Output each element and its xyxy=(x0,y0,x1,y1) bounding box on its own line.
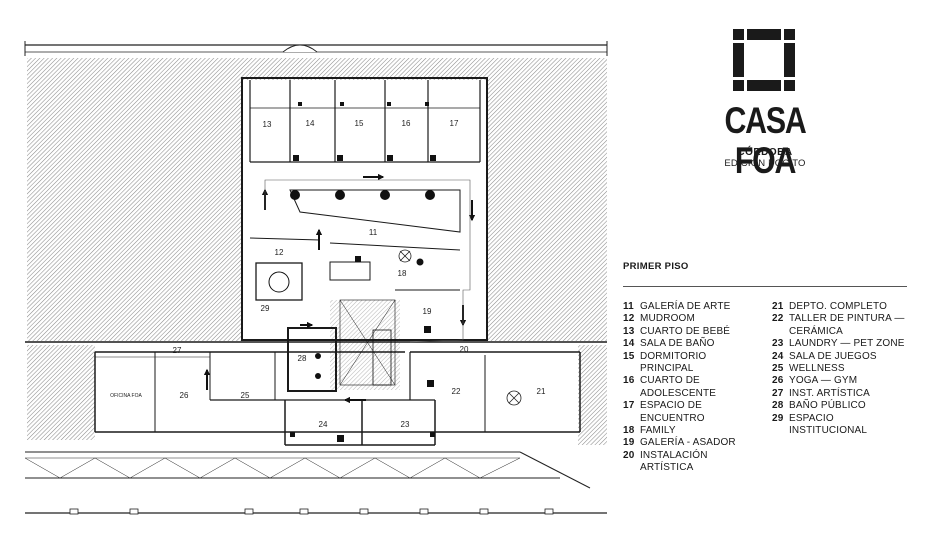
room-17-label: 17 xyxy=(450,119,459,128)
room-21-label: 21 xyxy=(537,387,546,396)
oficina-label: OFICINA FOA xyxy=(110,393,142,399)
room-27-label: 27 xyxy=(173,346,182,355)
room-labels: 13 14 15 16 17 11 12 18 19 29 20 27 28 2… xyxy=(110,119,546,429)
room-25-label: 25 xyxy=(241,391,250,400)
square-frame-logo-icon xyxy=(733,29,795,91)
brand-edition: EDICIÓN POCITO xyxy=(724,158,806,169)
room-22-label: 22 xyxy=(452,387,461,396)
floor-divider xyxy=(623,286,907,287)
hatched-areas xyxy=(27,58,607,445)
room-12-label: 12 xyxy=(275,248,284,257)
floor-plan-map: 13 14 15 16 17 11 12 18 19 29 20 27 28 2… xyxy=(24,41,608,515)
room-14-label: 14 xyxy=(306,119,315,128)
room-23-label: 23 xyxy=(401,420,410,429)
room-28-label: 28 xyxy=(298,354,307,363)
top-street xyxy=(24,41,608,56)
room-16-label: 16 xyxy=(402,119,411,128)
room-29-label: 29 xyxy=(261,304,270,313)
x-markers xyxy=(398,249,522,406)
room-26-label: 26 xyxy=(180,391,189,400)
stair-shaft xyxy=(268,271,396,386)
room-24-label: 24 xyxy=(319,420,328,429)
room-15-label: 15 xyxy=(355,119,364,128)
room-18-label: 18 xyxy=(398,269,407,278)
floor-title: PRIMER PISO xyxy=(623,261,689,272)
circulation-path xyxy=(264,179,471,343)
building-walls xyxy=(25,77,607,446)
terrace xyxy=(24,451,607,515)
room-19-label: 19 xyxy=(423,307,432,316)
brand-city: CÓRDOBA xyxy=(737,147,793,158)
room-20-label: 20 xyxy=(460,345,469,354)
pillars xyxy=(290,102,436,442)
room-13-label: 13 xyxy=(263,120,272,129)
room-11-label: 11 xyxy=(369,228,378,237)
brand-name: CASA FOA xyxy=(724,100,806,181)
